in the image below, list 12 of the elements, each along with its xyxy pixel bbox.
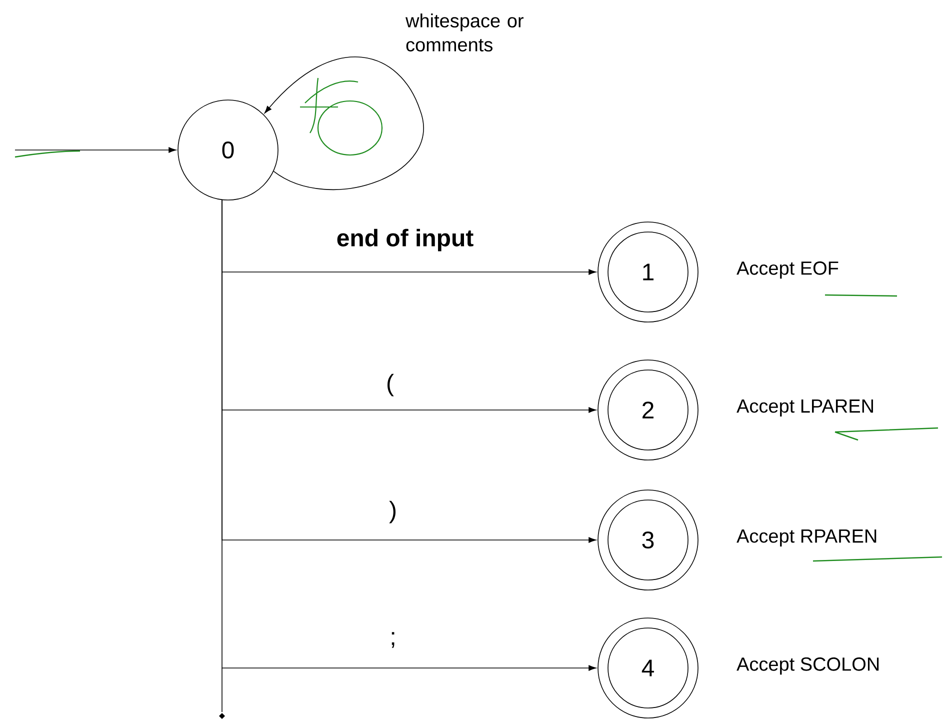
start-arrow [14, 147, 176, 153]
state-caption: Accept RPAREN [736, 530, 876, 546]
self-loop-arrow [264, 56, 424, 190]
edge-label: ; [388, 631, 398, 649]
edge-label: ) [388, 500, 398, 524]
edge-label: whitespace or comments [406, 14, 524, 52]
edge-label: end of input [335, 228, 475, 252]
state-caption: Accept SCOLON [736, 657, 879, 675]
branch-arrow [222, 200, 596, 671]
state-caption: Accept LPAREN [736, 400, 873, 416]
edge-label: ( [385, 372, 395, 398]
state-caption: Accept EOF [736, 261, 838, 279]
